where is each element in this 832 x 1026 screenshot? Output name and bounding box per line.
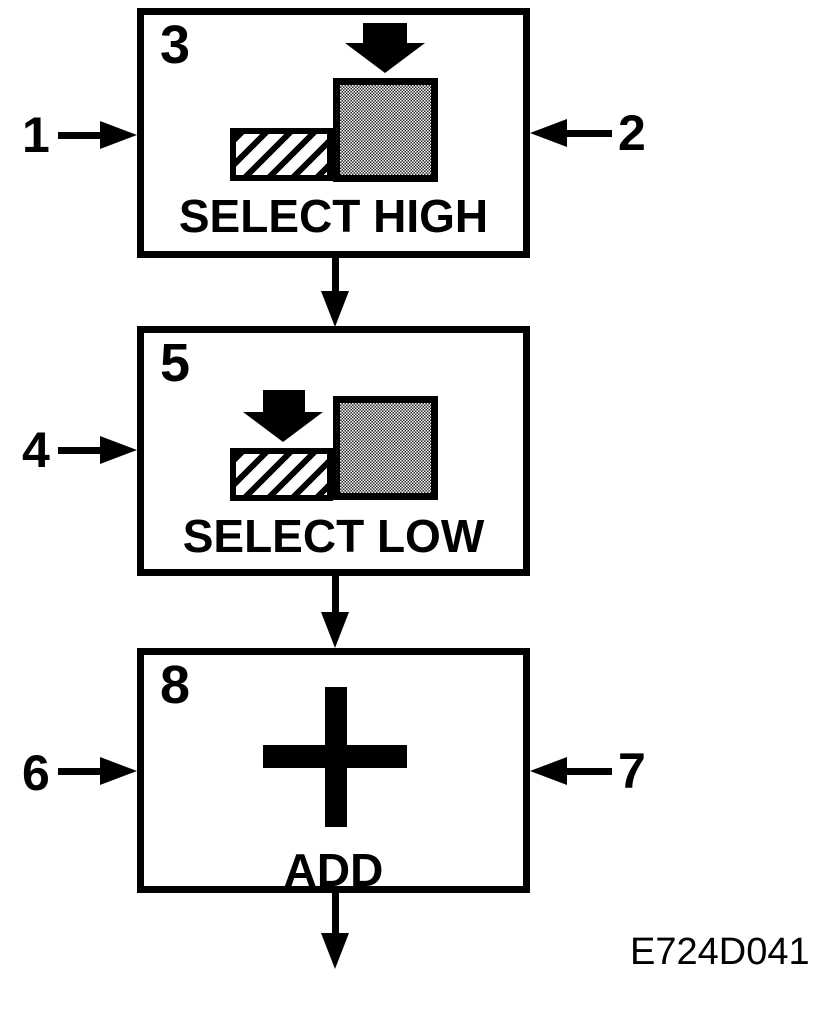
add-box: 8 ADD [137,648,530,893]
high-value-bar [333,78,438,182]
step-number: 8 [160,655,191,715]
arrow-label: 7 [618,743,646,799]
box-label: SELECT HIGH [178,190,489,242]
select-low-box: 5 SELECT LOW [137,326,530,576]
arrow-label: 2 [618,105,646,161]
box-label: ADD [283,844,384,896]
arrow-label: 6 [22,745,50,801]
figure-code: E724D041 [630,931,810,973]
high-value-bar [333,396,438,500]
arrow-label: 1 [22,107,50,163]
select-high-box: 3 SELECT HIGH [137,8,530,258]
step-number: 3 [160,15,191,75]
arrow-label: 4 [22,422,50,478]
low-value-bar [230,128,333,181]
box-label: SELECT LOW [182,510,485,562]
low-value-bar [230,448,333,501]
step-number: 5 [160,333,191,393]
